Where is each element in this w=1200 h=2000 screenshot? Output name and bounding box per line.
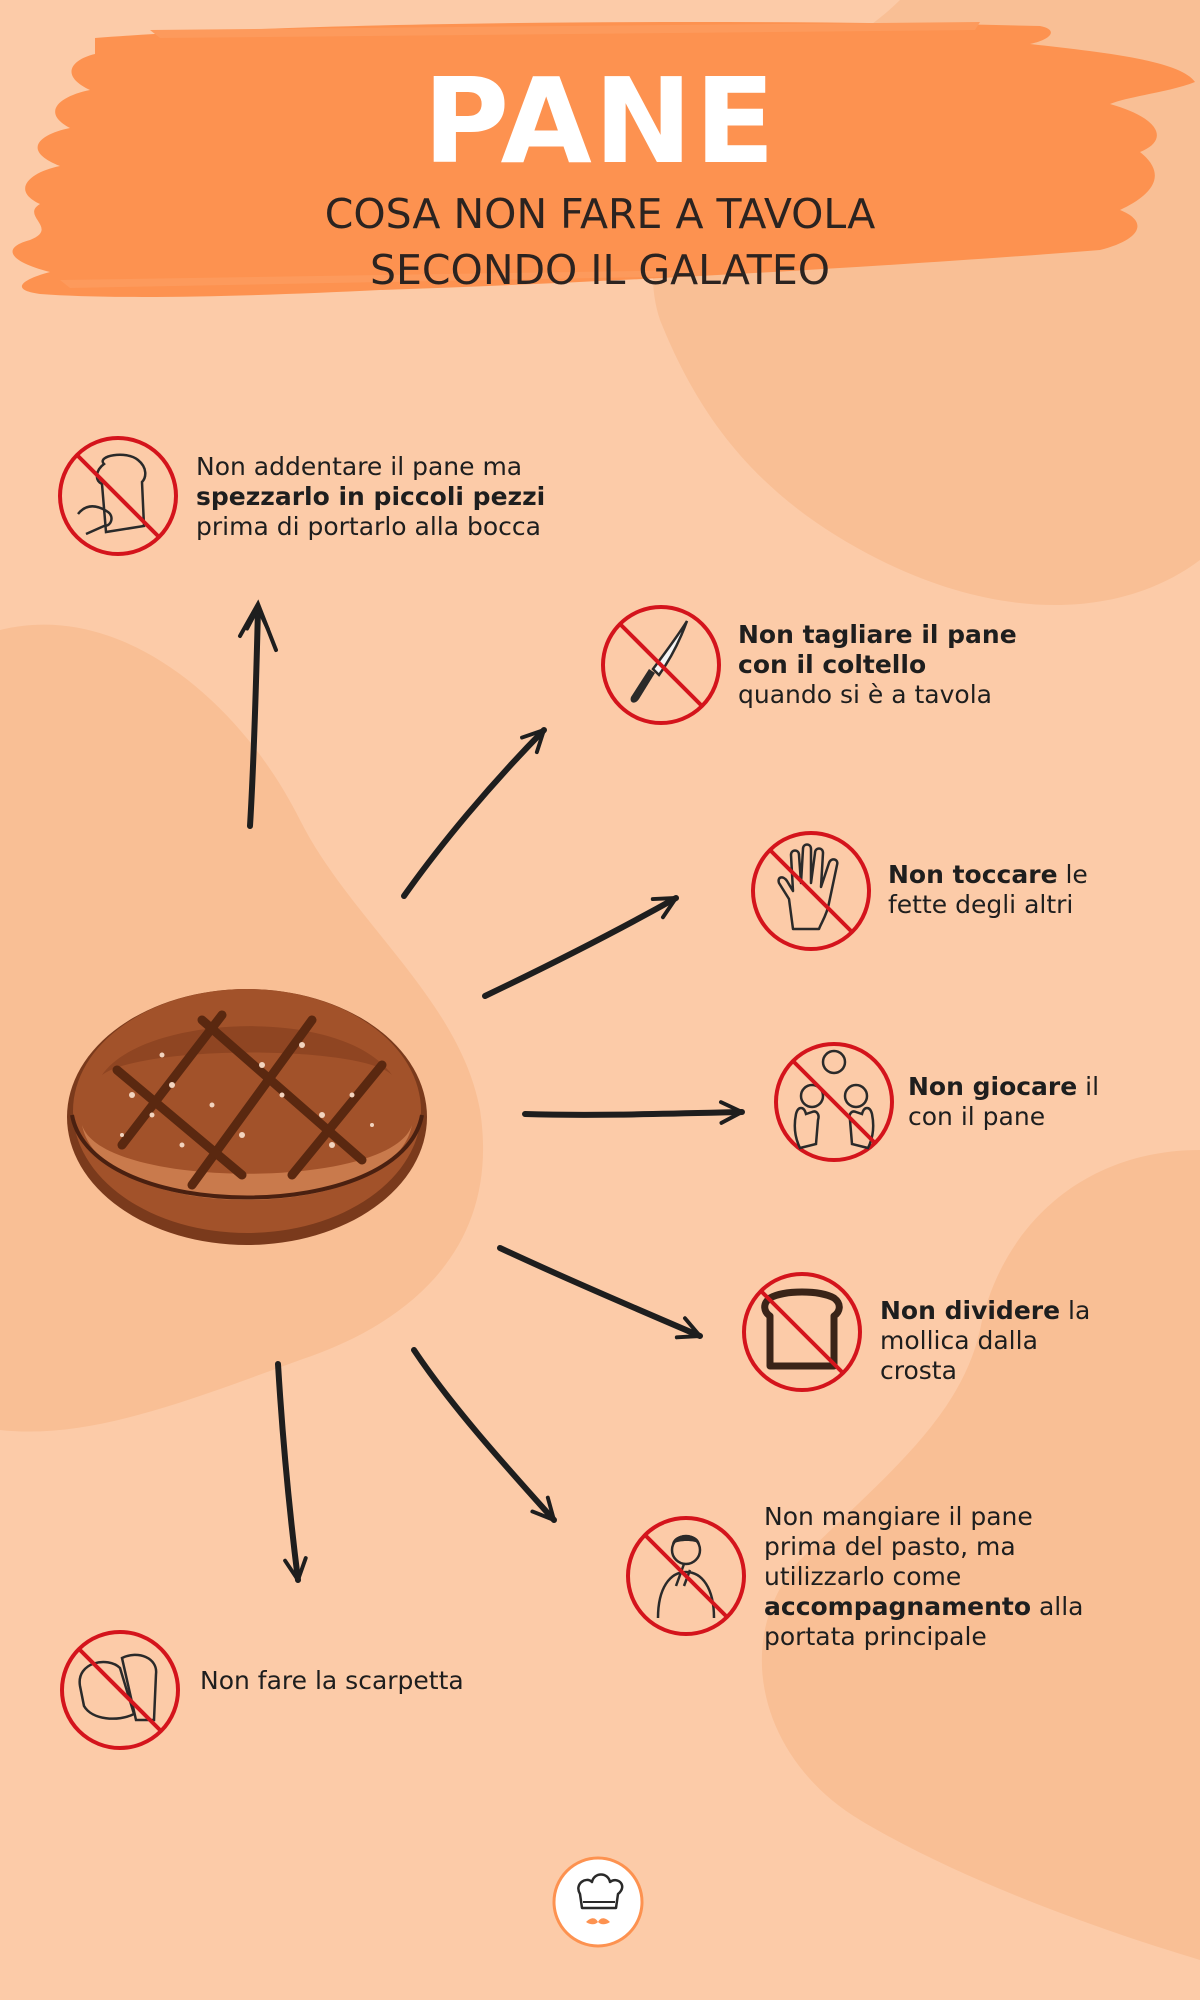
tip-7-line-1: Non fare la scarpetta (200, 1666, 464, 1695)
tip-6-line-3: utilizzarlo come (764, 1562, 962, 1591)
no-touch-hand-icon (749, 829, 873, 953)
tip-5-line-3: crosta (880, 1356, 957, 1385)
arrow-to-tip-2 (401, 727, 547, 899)
tip-5-bold: Non dividere (880, 1296, 1061, 1325)
arrow-to-tip-3 (482, 895, 679, 999)
no-split-slice-icon (740, 1270, 864, 1394)
no-juggling-icon (772, 1040, 896, 1164)
tip-1-line-3: prima di portarlo alla bocca (196, 512, 541, 541)
arrow-to-tip-1 (245, 605, 270, 829)
subtitle-line-2: SECONDO IL GALATEO (369, 246, 831, 294)
subtitle-line-1: COSA NON FARE A TAVOLA (324, 190, 876, 238)
tip-3-bold: Non toccare (888, 860, 1058, 889)
no-knife-icon (599, 603, 723, 727)
tip-3-line-1-rest: le (1057, 860, 1088, 889)
tip-5-line-1-rest: la (1060, 1296, 1091, 1325)
tip-5-line-2: mollica dalla (880, 1326, 1038, 1355)
tip-4-bold: Non giocare (908, 1072, 1078, 1101)
page-title: PANE (422, 52, 778, 190)
tip-4-line-1-rest: il (1077, 1072, 1100, 1101)
tip-4-text: Non giocare il con il pane (908, 1072, 1099, 1132)
tip-3-text: Non toccare le fette degli altri (888, 860, 1088, 920)
tip-6-text: Non mangiare il pane prima del pasto, ma… (764, 1502, 1083, 1652)
tip-4-line-2: con il pane (908, 1102, 1046, 1131)
tip-6-line-4-rest: alla (1031, 1592, 1084, 1621)
tip-2-line-3: quando si è a tavola (738, 680, 992, 709)
no-bite-bread-icon (56, 434, 180, 558)
tip-5-text: Non dividere la mollica dalla crosta (880, 1296, 1090, 1386)
arrow-to-tip-4 (522, 1100, 745, 1125)
tip-6-line-2: prima del pasto, ma (764, 1532, 1016, 1561)
tip-6-line-1: Non mangiare il pane (764, 1502, 1033, 1531)
no-eating-before-meal-icon (624, 1514, 748, 1638)
tip-3-line-2: fette degli altri (888, 890, 1074, 919)
tip-6-bold: accompagnamento (764, 1592, 1031, 1621)
tip-2-text: Non tagliare il pane con il coltello qua… (738, 620, 1017, 710)
no-scarpetta-icon (58, 1628, 182, 1752)
arrowhead-1 (238, 599, 278, 652)
tip-1-text: Non addentare il pane ma spezzarlo in pi… (196, 452, 545, 542)
tip-2-line-1: Non tagliare il pane (738, 620, 1017, 649)
tip-1-line-1: Non addentare il pane ma (196, 452, 523, 481)
tip-1-line-2: spezzarlo in piccoli pezzi (196, 482, 546, 511)
chef-hat-logo-icon (552, 1856, 644, 1948)
title-brush-banner (12, 22, 1196, 297)
arrow-to-tip-6 (411, 1347, 557, 1523)
tip-6-line-5: portata principale (764, 1622, 987, 1651)
arrow-to-tip-5 (497, 1245, 703, 1340)
bread-loaf-icon (67, 989, 427, 1245)
page-subtitle: COSA NON FARE A TAVOLA SECONDO IL GALATE… (0, 186, 1200, 298)
tip-2-line-2: con il coltello (738, 650, 927, 679)
arrow-to-tip-7 (275, 1361, 308, 1583)
tip-7-text: Non fare la scarpetta (200, 1666, 464, 1696)
